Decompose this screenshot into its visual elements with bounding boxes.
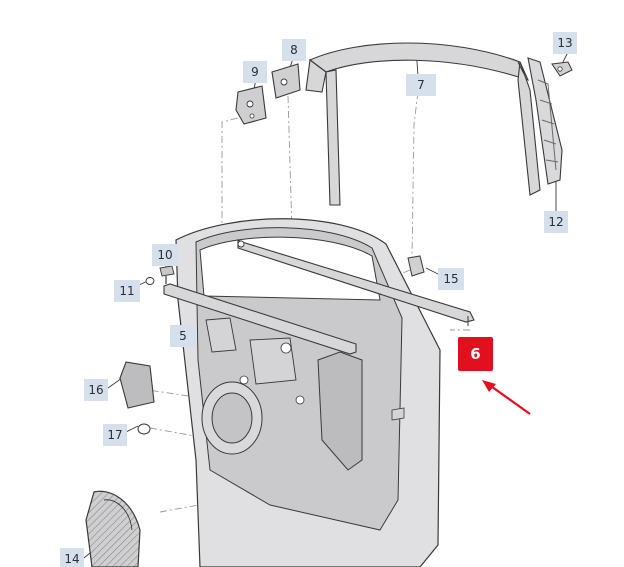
callout-16[interactable]: 16 [84,379,108,401]
part-9-mirror-mount [235,85,267,125]
selected-part-arrow [482,380,531,415]
callout-6-selected[interactable]: 6 [458,337,493,371]
part-14-grille [85,490,141,567]
door-shell [175,218,441,567]
part-8-bracket [271,63,301,99]
part-15-clip [407,255,425,277]
callout-9[interactable]: 9 [243,61,267,83]
callout-14[interactable]: 14 [60,548,84,567]
callout-11[interactable]: 11 [114,280,140,302]
part-5-inner-seal [163,283,357,355]
part-13-clip [551,61,573,77]
part-10-bolt [159,265,175,284]
callout-12[interactable]: 12 [544,211,568,233]
part-12-channel-trim [527,57,563,185]
part-6-window-seal [237,239,475,326]
part-7-window-channel [305,42,541,206]
callout-15[interactable]: 15 [438,268,464,290]
part-17-plug [137,423,151,435]
callout-10[interactable]: 10 [152,244,178,266]
callout-13[interactable]: 13 [553,32,577,54]
callout-17[interactable]: 17 [103,424,127,446]
callout-8[interactable]: 8 [282,39,306,61]
part-16-cover [119,361,155,409]
callout-5[interactable]: 5 [170,325,196,347]
part-11-nut [145,277,155,285]
callout-7[interactable]: 7 [406,74,436,96]
